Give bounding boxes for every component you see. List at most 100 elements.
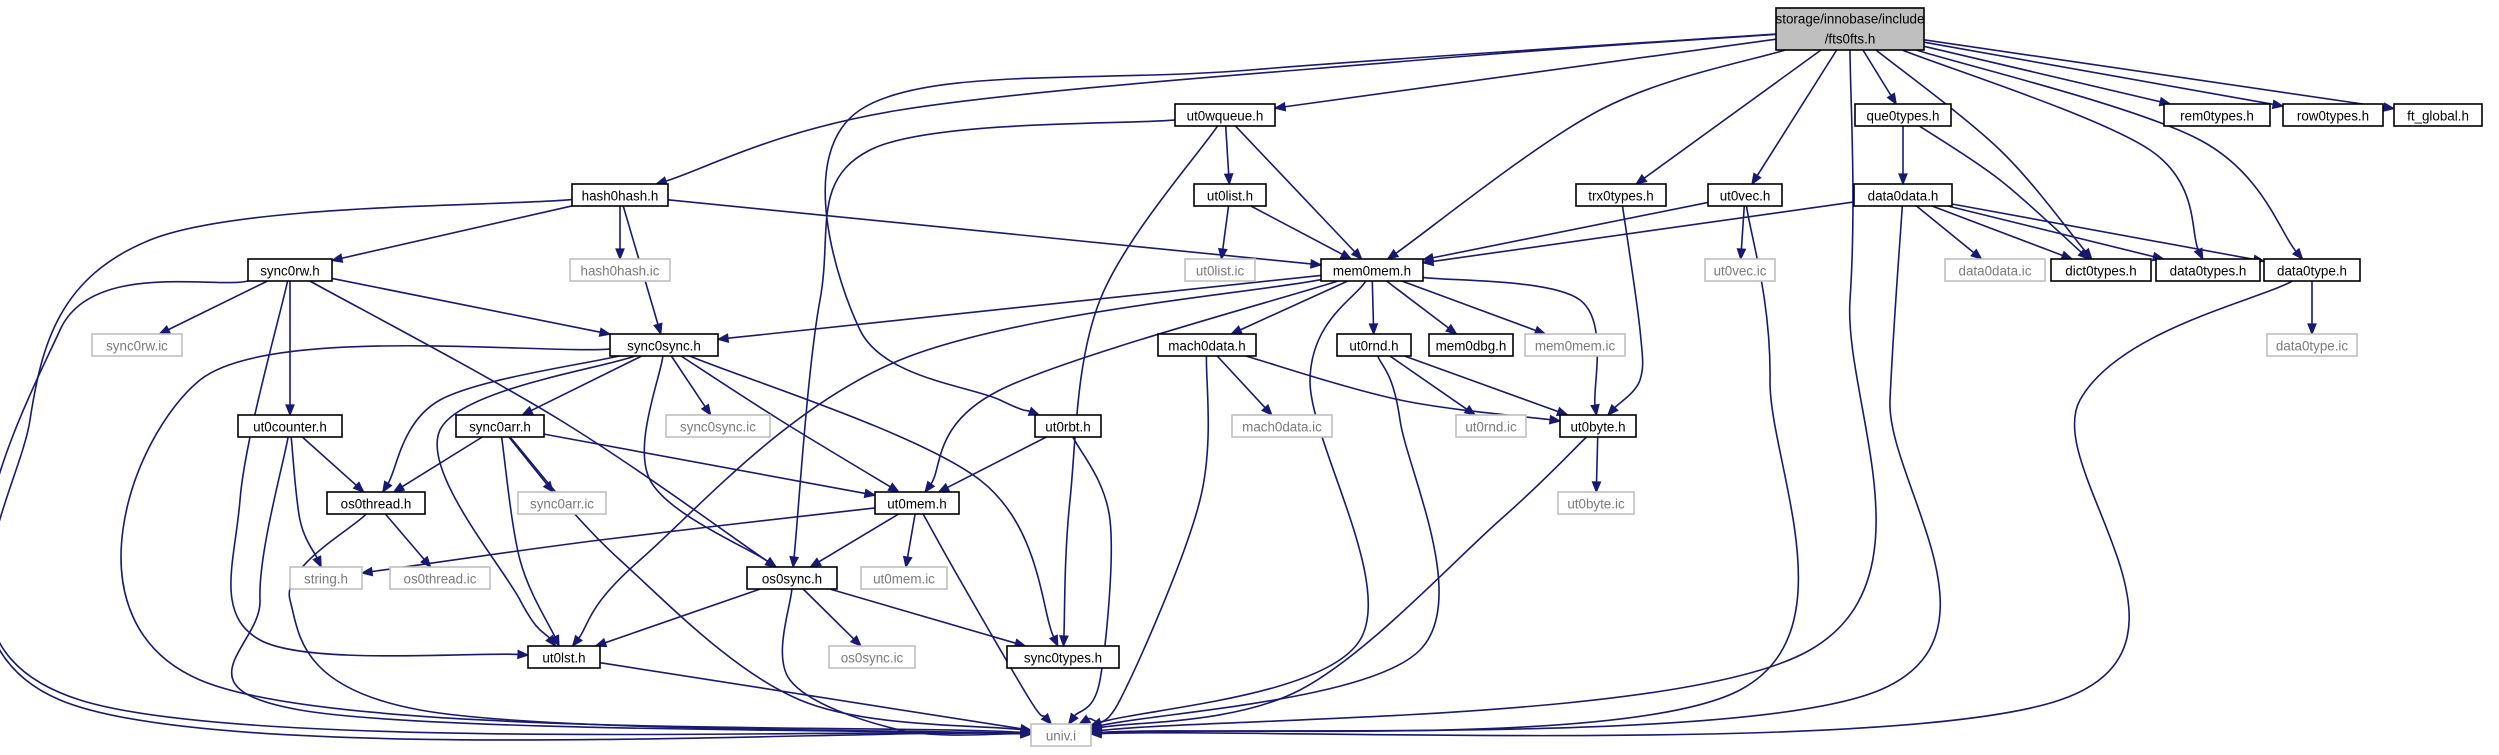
edge-ut0counter_h-to-os0thread_h [301,436,365,494]
edge-ut0vec_h-to-mem0mem_h [1421,201,1709,263]
node-label: sync0arr.h [469,420,531,435]
edge-ut0mem_h-to-ut0mem_ic [902,513,916,569]
node-label: data0type.h [2277,264,2347,279]
node-sync0rw-h[interactable]: sync0rw.h [247,258,333,282]
node-rem0types-h[interactable]: rem0types.h [2163,103,2271,127]
node-label: data0data.ic [1959,264,2032,279]
node-ut0byte-h[interactable]: ut0byte.h [1559,414,1637,438]
node-mem0mem-ic: mem0mem.ic [1524,333,1626,357]
edge-root-to-mem0mem_h [1386,49,1786,260]
node-label: dict0types.h [2065,264,2136,279]
node-label: os0sync.ic [841,651,904,666]
edge-sync0rw_h-to-sync0sync_h [331,277,612,337]
node-ut0vec-h[interactable]: ut0vec.h [1707,183,1783,207]
node-hash0hash-h[interactable]: hash0hash.h [571,183,669,207]
node-que0types-h[interactable]: que0types.h [1854,103,1952,127]
edge-data0data_h-to-mem0mem_h [1421,201,1855,267]
node-label: ft_global.h [2407,109,2469,124]
node-label: ut0vec.ic [1714,264,1767,279]
node-univ-i: univ.i [1030,723,1092,747]
edge-sync0arr_h-to-sync0arr_ic [508,436,555,494]
node-dict0types-h[interactable]: dict0types.h [2050,258,2152,282]
edge-ut0counter_h-to-string_h [290,436,322,569]
node-label: sync0types.h [1024,651,1102,666]
node-mem0mem-h[interactable]: mem0mem.h [1320,258,1424,282]
node-os0thread-h[interactable]: os0thread.h [326,491,426,515]
edge-sync0sync_h-to-os0sync_h [643,355,778,568]
edge-ut0vec_h-to-ut0vec_ic [1736,205,1747,261]
edge-que0types_h-to-dict0types_h [1918,125,2090,261]
node-label: trx0types.h [1588,189,1654,204]
edge-hash0hash_h-to-mem0mem_h [667,198,1323,269]
node-ut0list-h[interactable]: ut0list.h [1193,183,1267,207]
node-data0type-h[interactable]: data0type.h [2263,258,2361,282]
node-label: ut0lst.h [542,651,585,666]
edge-os0thread_h-to-os0thread_ic [384,513,432,569]
node-label: mem0mem.h [1333,264,1411,279]
edge-ut0byte_h-to-ut0byte_ic [1591,436,1602,494]
node-label: os0thread.ic [404,572,477,587]
edge-data0data_h-to-data0data_ic [1915,205,1983,261]
node-ut0rnd-h[interactable]: ut0rnd.h [1336,333,1412,357]
node-label: sync0rw.h [260,264,320,279]
node-ut0wqueue-h[interactable]: ut0wqueue.h [1174,103,1276,127]
node-sync0sync-h[interactable]: sync0sync.h [609,333,719,357]
node-trx0types-h[interactable]: trx0types.h [1575,183,1667,207]
node-label: ut0mem.h [887,497,947,512]
node-hash0hash-ic: hash0hash.ic [569,258,671,282]
edge-hash0hash_h-to-hash0hash_ic [615,206,625,261]
node-ut0lst-h[interactable]: ut0lst.h [527,645,601,669]
edge-sync0sync_h-to-sync0types_h [689,355,1059,648]
node-data0type-ic: data0type.ic [2266,333,2358,357]
node-ut0mem-h[interactable]: ut0mem.h [874,491,960,515]
edge-ut0wqueue_h-to-ut0list_h [1223,125,1234,186]
node-label: mach0data.h [1168,339,1245,354]
file-nodes: storage/innobase/include/fts0fts.h hash0h… [91,7,2483,747]
node-string-h: string.h [289,566,363,590]
edge-sync0arr_h-to-ut0lst_h [500,436,560,648]
node-mach0data-h[interactable]: mach0data.h [1157,333,1257,357]
node-label: hash0hash.ic [581,264,660,279]
node-label: mem0dbg.h [1436,339,1507,354]
edge-que0types_h-to-data0data_h [1898,126,1908,186]
node-root[interactable]: storage/innobase/include/fts0fts.h [1775,7,1925,51]
node-label: os0sync.h [762,572,822,587]
edge-data0type_h-to-univ_i [1089,280,2293,739]
node-label: ut0list.ic [1196,264,1245,279]
node-ut0list-ic: ut0list.ic [1184,258,1256,282]
node-label: sync0sync.ic [680,420,756,435]
node-sync0rw-ic: sync0rw.ic [91,333,183,357]
edge-os0sync_h-to-os0sync_ic [802,588,863,648]
node-ut0counter-h[interactable]: ut0counter.h [237,414,343,438]
edge-ut0wqueue_h-to-sync0types_h [1059,125,1219,648]
edge-data0data_h-to-data0type_h [1951,203,2266,265]
node-label: ut0mem.ic [873,572,935,587]
node-label: sync0sync.h [627,339,701,354]
edge-root-to-ut0vec_h [1751,49,1838,186]
node-data0data-h[interactable]: data0data.h [1853,183,1953,207]
edge-root-to-dict0types_h [1875,49,2093,261]
node-label: row0types.h [2297,109,2369,124]
node-row0types-h[interactable]: row0types.h [2282,103,2384,127]
node-label: que0types.h [1867,109,1940,124]
node-ut0rbt-h[interactable]: ut0rbt.h [1034,414,1102,438]
edge-ut0list_h-to-ut0list_ic [1217,205,1230,261]
node-label: mem0mem.ic [1535,339,1616,354]
edge-sync0sync_h-to-sync0sync_ic [670,355,712,417]
node-ut0vec-ic: ut0vec.ic [1704,258,1776,282]
node-ft-global-h[interactable]: ft_global.h [2393,103,2483,127]
node-label: ut0counter.h [253,420,327,435]
edge-root-to-data0type_h [1915,49,2304,261]
node-label: rem0types.h [2180,109,2254,124]
edge-hash0hash_h-to-sync0rw_h [330,205,573,263]
node-os0sync-h[interactable]: os0sync.h [746,566,838,590]
node-label: ut0byte.h [1570,420,1625,435]
node-sync0types-h[interactable]: sync0types.h [1006,645,1120,669]
edge-root-to-row0types_h [1923,41,2285,110]
node-mem0dbg-h[interactable]: mem0dbg.h [1428,333,1514,357]
node-data0types-h[interactable]: data0types.h [2155,258,2261,282]
edge-root-to-que0types_h [1862,49,1898,106]
edge-ut0rbt_h-to-univ_i [1067,436,1113,726]
node-sync0sync-ic: sync0sync.ic [665,414,771,438]
node-sync0arr-h[interactable]: sync0arr.h [455,414,545,438]
